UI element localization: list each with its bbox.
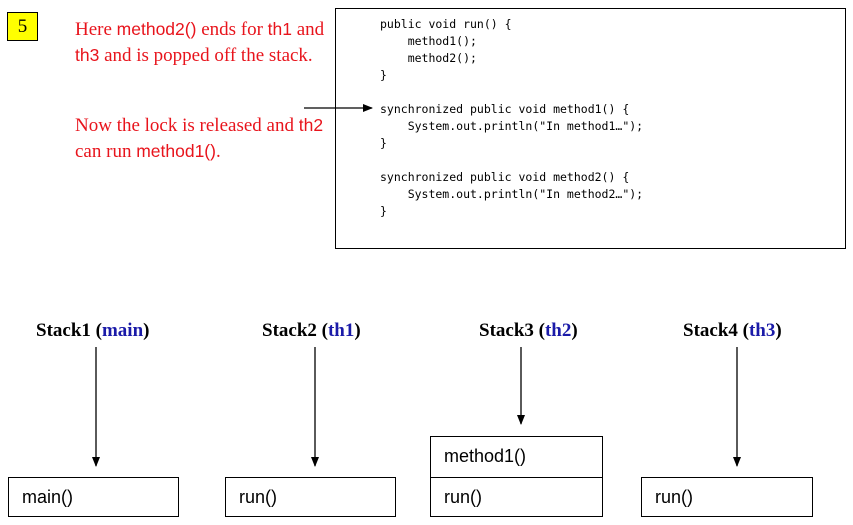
code-line: method2(); [380,51,477,65]
narration-text: Now the lock is released and [75,115,299,136]
narration-text: . [215,140,221,162]
stack-label: Stack3 ( [479,320,545,341]
stack3-frame-run: run() [430,477,603,517]
stack-label: Stack1 ( [36,320,102,341]
narration-method-name: method2() [116,19,197,39]
stack2-frame-run: run() [225,477,396,517]
narration-text: ends for [196,19,268,40]
narration-text: can run [75,140,137,162]
code-line: } [380,136,387,150]
narration-text: and is popped off the stack. [99,44,313,66]
step-number-badge: 5 [7,12,38,41]
code-line: System.out.println("In method2…"); [380,187,644,201]
code-line: public void run() { [380,17,512,31]
stack-thread-name: th3 [748,320,776,341]
stack1-frame-main: main() [8,477,179,517]
stack-thread-name: th1 [327,320,355,341]
narration-paragraph-1: Here method2() ends for th1 and th3 and … [75,17,325,68]
narration-paragraph-2: Now the lock is released and th2 can run… [75,113,325,164]
stack-thread-name: main [101,320,144,341]
stack-label-close: ) [775,320,782,341]
code-listing: public void run() { method1(); method2()… [335,8,846,249]
narration-thread-name: th3 [75,44,100,65]
stack2-title: Stack2 (th1) [262,320,361,342]
code-line-method1-signature: synchronized public void method1() { [380,102,630,116]
code-line: System.out.println("In method1…"); [380,119,644,133]
stack-label: Stack4 ( [683,320,749,341]
stack-label-close: ) [143,320,150,341]
narration-text: Here [75,19,117,40]
narration-thread-name: th1 [267,19,292,39]
code-line: method1(); [380,34,477,48]
stack-label-close: ) [354,320,361,341]
stack4-frame-run: run() [641,477,813,517]
stack3-title: Stack3 (th2) [479,320,578,342]
narration-method-name: method1() [136,140,216,161]
stack1-title: Stack1 (main) [36,320,150,342]
stack-label-close: ) [571,320,578,341]
narration-text: and [292,19,325,40]
stack-label: Stack2 ( [262,320,328,341]
stack4-title: Stack4 (th3) [683,320,782,342]
code-line: synchronized public void method2() { [380,170,630,184]
code-line: } [380,68,387,82]
narration-thread-name: th2 [298,115,324,135]
stack-thread-name: th2 [544,320,572,341]
code-line: } [380,204,387,218]
stack3-frame-method1: method1() [430,436,603,478]
